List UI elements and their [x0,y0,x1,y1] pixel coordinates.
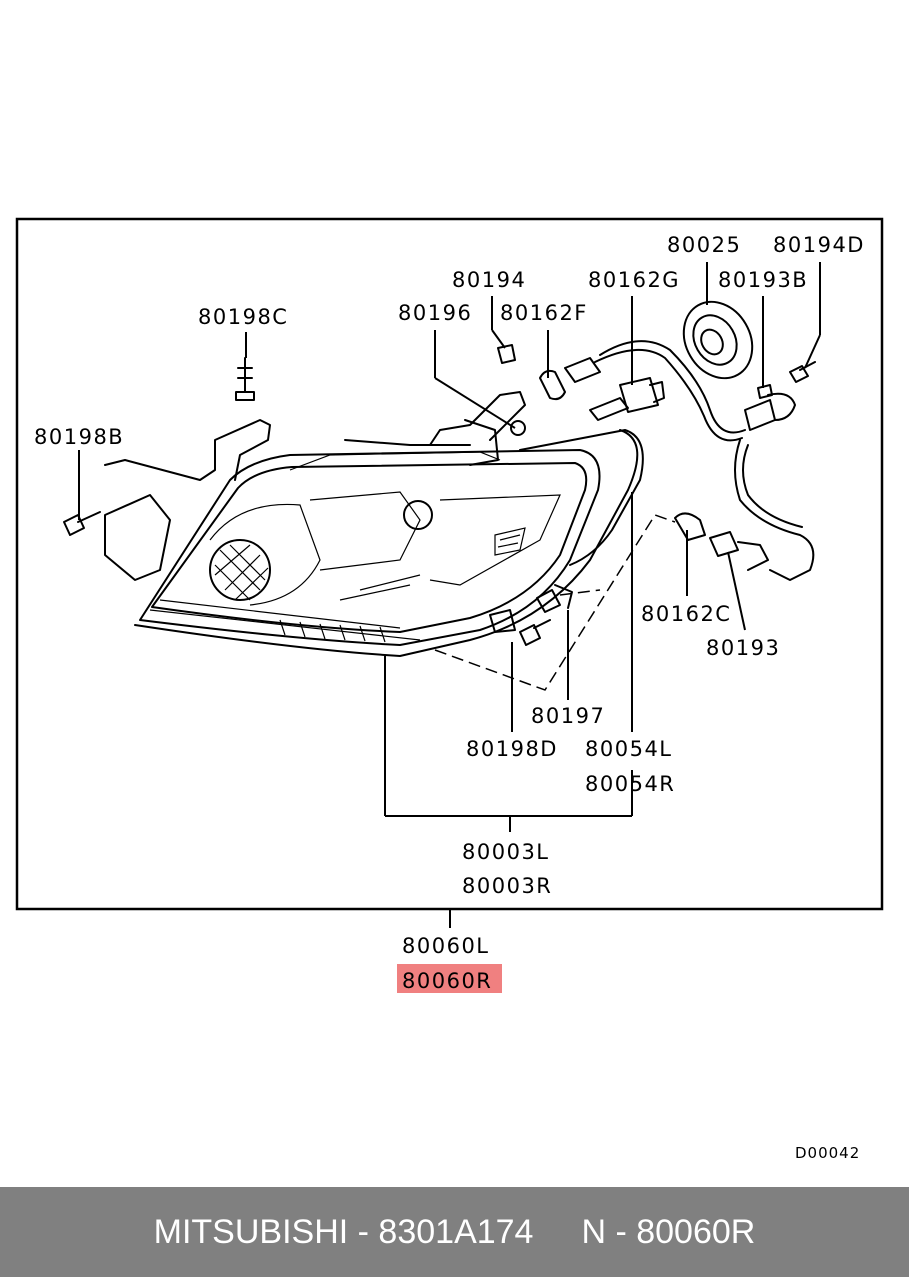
bulb-80162g [564,357,665,421]
label-80054l: 80054L [585,737,673,761]
dashed-guide-turn [434,514,676,691]
label-80193b: 80193B [718,268,808,292]
label-80003r: 80003R [462,874,552,898]
label-80060l: 80060L [402,934,490,958]
label-80162c: 80162C [641,602,731,626]
footer-reference-number: N - 80060R [581,1212,756,1251]
label-80197: 80197 [531,704,605,728]
label-80196: 80196 [398,301,472,325]
socket-cap-80025 [682,300,754,380]
label-80054r: 80054R [585,772,675,796]
label-80198c: 80198C [198,305,288,329]
label-80003l: 80003L [462,840,550,864]
nut-80194 [497,344,526,436]
clip-80197 [536,584,573,613]
label-80162g: 80162G [588,268,680,292]
highlight-80060r [397,964,502,993]
label-80194d: 80194D [773,233,865,257]
screw-80194d [789,361,816,383]
label-80193: 80193 [706,636,780,660]
bulb-80162c [674,512,706,541]
headlamp-housing [104,391,644,657]
dashed-guide-clip [559,589,601,596]
socket-80193b [757,384,773,399]
bolt-80198b [63,511,101,536]
footer-bar: MITSUBISHI - 8301A174 N - 80060R [0,1187,909,1277]
headlamp-parts-diagram: 80198C 80196 80194 80162F 80162G 80025 8… [15,217,884,1162]
label-80025: 80025 [667,233,741,257]
bolt-80198c [235,357,255,401]
label-80198b: 80198B [34,425,124,449]
label-80198d: 80198D [466,737,558,761]
label-80194: 80194 [452,268,526,292]
bolt-80198d [519,619,551,646]
wiring-harness [594,340,815,581]
footer-brand-part-number: MITSUBISHI - 8301A174 [153,1212,534,1251]
socket-80193 [709,531,769,571]
diagram-code: D00042 [795,1144,860,1162]
label-80162f: 80162F [500,301,588,325]
leader-lines [78,262,821,928]
bulb-80162f [539,369,566,401]
label-80060r: 80060R [402,969,492,993]
